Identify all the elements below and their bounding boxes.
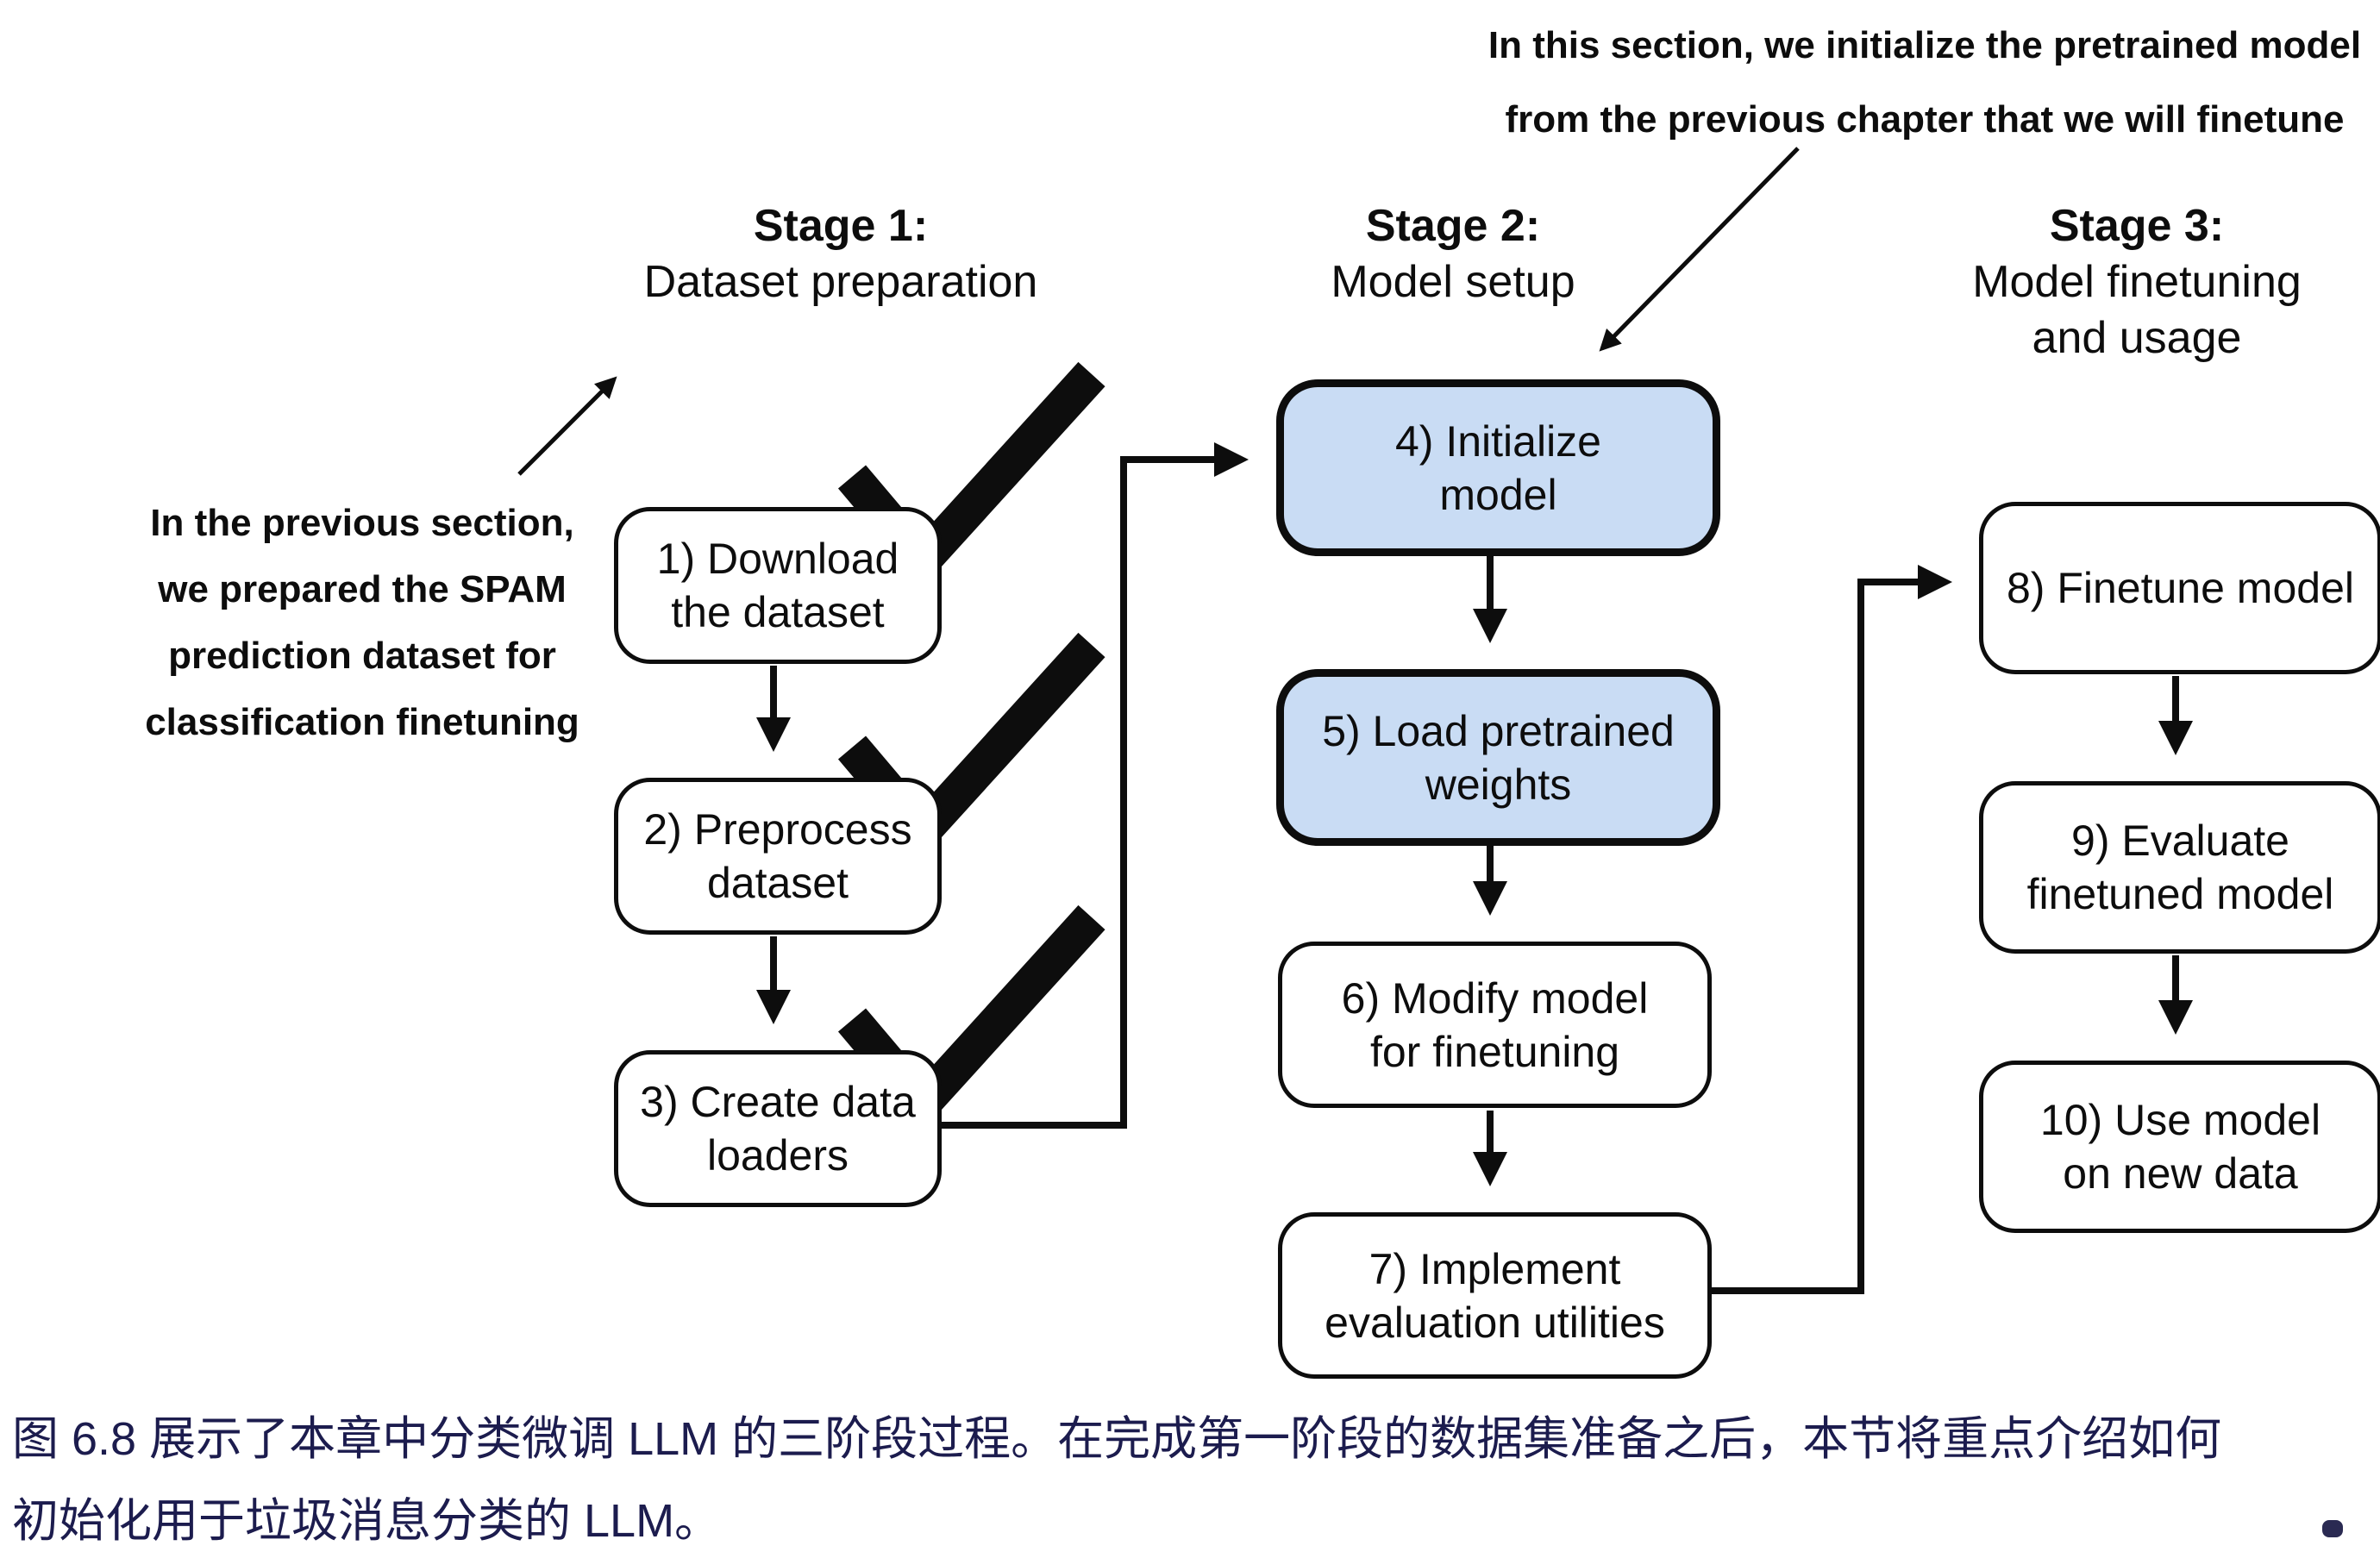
figure-caption: 图 6.8 展示了本章中分类微调 LLM 的三阶段过程。在完成第一阶段的数据集准…	[12, 1399, 2371, 1552]
flow-box-line: the dataset	[671, 588, 885, 636]
stage-3-subtitle: Model finetuning	[1972, 257, 2302, 307]
flow-box-line: 5) Load pretrained	[1322, 706, 1675, 755]
flow-box-1-download-dataset: 1) Download the dataset	[614, 507, 942, 664]
flow-box-line: 3) Create data	[640, 1078, 916, 1126]
figure-caption-line: 图 6.8 展示了本章中分类微调 LLM 的三阶段过程。在完成第一阶段的数据集准…	[12, 1413, 2222, 1465]
annotation-left-line: prediction dataset for	[168, 635, 556, 677]
annotation-top-line: In this section, we initialize the pretr…	[1488, 24, 2362, 66]
stage-3-subtitle: and usage	[2032, 313, 2242, 363]
flow-box-line: 1) Download	[656, 535, 899, 583]
figure-caption-line: 初始化用于垃圾消息分类的 LLM。	[12, 1495, 722, 1547]
flow-box-line: weights	[1425, 760, 1572, 809]
flow-box-3-create-data-loaders: 3) Create data loaders	[614, 1050, 942, 1207]
flow-box-7-implement-evaluation-utilities: 7) Implement evaluation utilities	[1278, 1212, 1712, 1379]
elbow-connector-box7-box8	[1706, 565, 1952, 1294]
annotation-top-line: from the previous chapter that we will f…	[1505, 98, 2345, 141]
flow-box-line: evaluation utilities	[1325, 1298, 1665, 1347]
stage-2-title: Stage 2:	[1365, 201, 1541, 251]
flow-box-line: on new data	[2063, 1149, 2298, 1198]
annotation-left-line: In the previous section,	[150, 502, 574, 544]
flow-box-6-modify-model: 6) Modify model for finetuning	[1278, 942, 1712, 1108]
flow-box-line: model	[1439, 470, 1557, 519]
flow-box-line: for finetuning	[1369, 1027, 1620, 1076]
flow-box-line: 4) Initialize	[1395, 416, 1601, 466]
arrow-left-annotation-to-stage1	[517, 376, 617, 476]
elbow-connector-box3-box4	[936, 442, 1249, 1129]
flow-box-line: loaders	[707, 1131, 849, 1180]
stage-1-subtitle: Dataset preparation	[643, 257, 1038, 307]
stage-1-heading: Stage 1: Dataset preparation	[604, 198, 1078, 310]
flow-box-line: 8) Finetune model	[2006, 564, 2354, 612]
flow-box-2-preprocess-dataset: 2) Preprocess dataset	[614, 778, 942, 935]
annotation-left-line: we prepared the SPAM	[158, 568, 567, 610]
flow-box-4-initialize-model: 4) Initialize model	[1276, 379, 1720, 556]
stage-1-title: Stage 1:	[753, 201, 929, 251]
flow-box-line: dataset	[706, 859, 849, 907]
flow-box-line: 2) Preprocess	[643, 805, 912, 854]
stage-2-heading: Stage 2: Model setup	[1216, 198, 1690, 310]
flow-box-line: 6) Modify model	[1341, 973, 1649, 1023]
flow-box-10-use-model-new-data: 10) Use model on new data	[1979, 1061, 2380, 1233]
annotation-left: In the previous section, we prepared the…	[112, 490, 612, 755]
flow-box-9-evaluate-finetuned-model: 9) Evaluate finetuned model	[1979, 781, 2380, 954]
annotation-top: In this section, we initialize the pretr…	[1425, 9, 2380, 157]
flow-box-8-finetune-model: 8) Finetune model	[1979, 502, 2380, 674]
stray-ink-mark	[2322, 1520, 2343, 1537]
flow-box-5-load-pretrained-weights: 5) Load pretrained weights	[1276, 669, 1720, 846]
flow-box-line: finetuned model	[2026, 870, 2334, 918]
stage-2-subtitle: Model setup	[1331, 257, 1575, 307]
flow-box-line: 7) Implement	[1368, 1244, 1621, 1293]
flow-box-line: 10) Use model	[2039, 1096, 2321, 1144]
stage-3-heading: Stage 3: Model finetuning and usage	[1897, 198, 2377, 366]
annotation-left-line: classification finetuning	[145, 701, 579, 743]
stage-3-title: Stage 3:	[2049, 201, 2225, 251]
flow-box-line: 9) Evaluate	[2071, 817, 2289, 865]
